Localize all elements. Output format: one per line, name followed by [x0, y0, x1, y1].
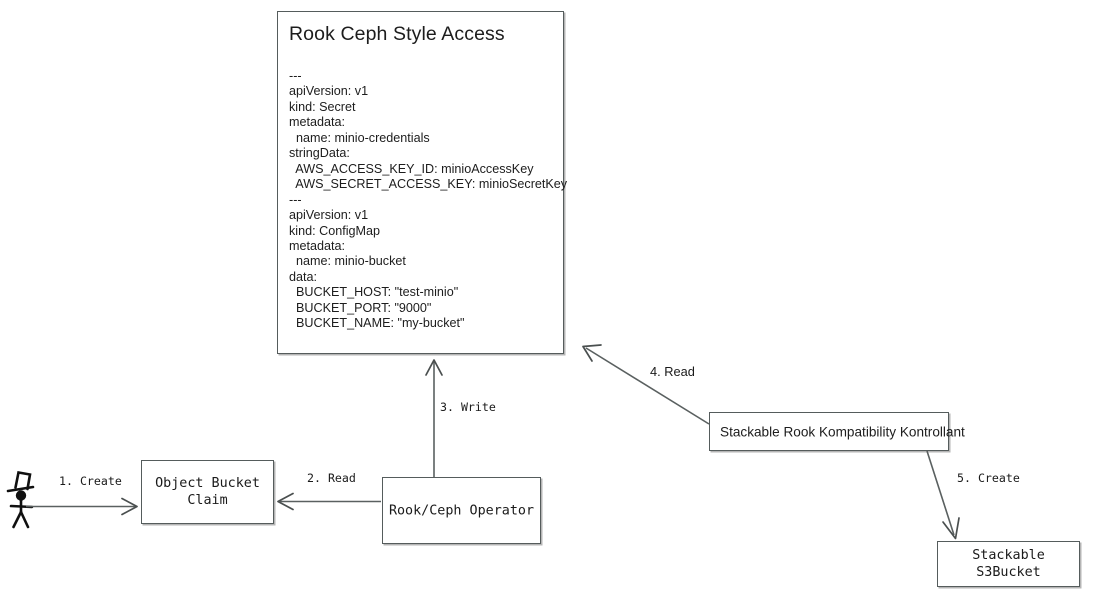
edge-1-create — [26, 497, 138, 516]
node-stackable-s3bucket-label: Stackable S3Bucket — [972, 548, 1045, 580]
yaml-card-title: Rook Ceph Style Access — [289, 23, 505, 45]
node-stackable-rook-kompatibility-kontrollant[interactable]: Stackable Rook Kompatibility Kontrollant — [709, 412, 965, 451]
node-stackable-s3bucket[interactable]: Stackable S3Bucket — [937, 541, 1080, 587]
edge-label-3-write: 3. Write — [440, 400, 496, 414]
node-rook-ceph-operator-label: Rook/Ceph Operator — [388, 503, 535, 518]
yaml-manifest-card[interactable]: Rook Ceph Style Access --- apiVersion: v… — [277, 11, 568, 354]
edge-2-read — [277, 492, 381, 511]
edge-5-create — [926, 450, 960, 540]
edge-label-5-create: 5. Create — [957, 471, 1020, 485]
node-rook-ceph-operator[interactable]: Rook/Ceph Operator — [382, 477, 541, 544]
yaml-card-body: --- apiVersion: v1 kind: Secret metadata… — [289, 69, 568, 331]
edge-3-write — [425, 359, 443, 477]
edge-label-1-create: 1. Create — [59, 474, 122, 488]
node-srkk-label: Stackable Rook Kompatibility Kontrollant — [720, 424, 965, 439]
node-object-bucket-claim[interactable]: Object Bucket Claim — [141, 460, 274, 524]
node-object-bucket-claim-label: Object Bucket Claim — [155, 476, 260, 508]
edge-4-read — [582, 344, 710, 425]
edge-label-4-read: 4. Read — [650, 364, 695, 379]
user-actor-icon — [6, 471, 35, 529]
edge-label-2-read: 2. Read — [307, 471, 356, 485]
